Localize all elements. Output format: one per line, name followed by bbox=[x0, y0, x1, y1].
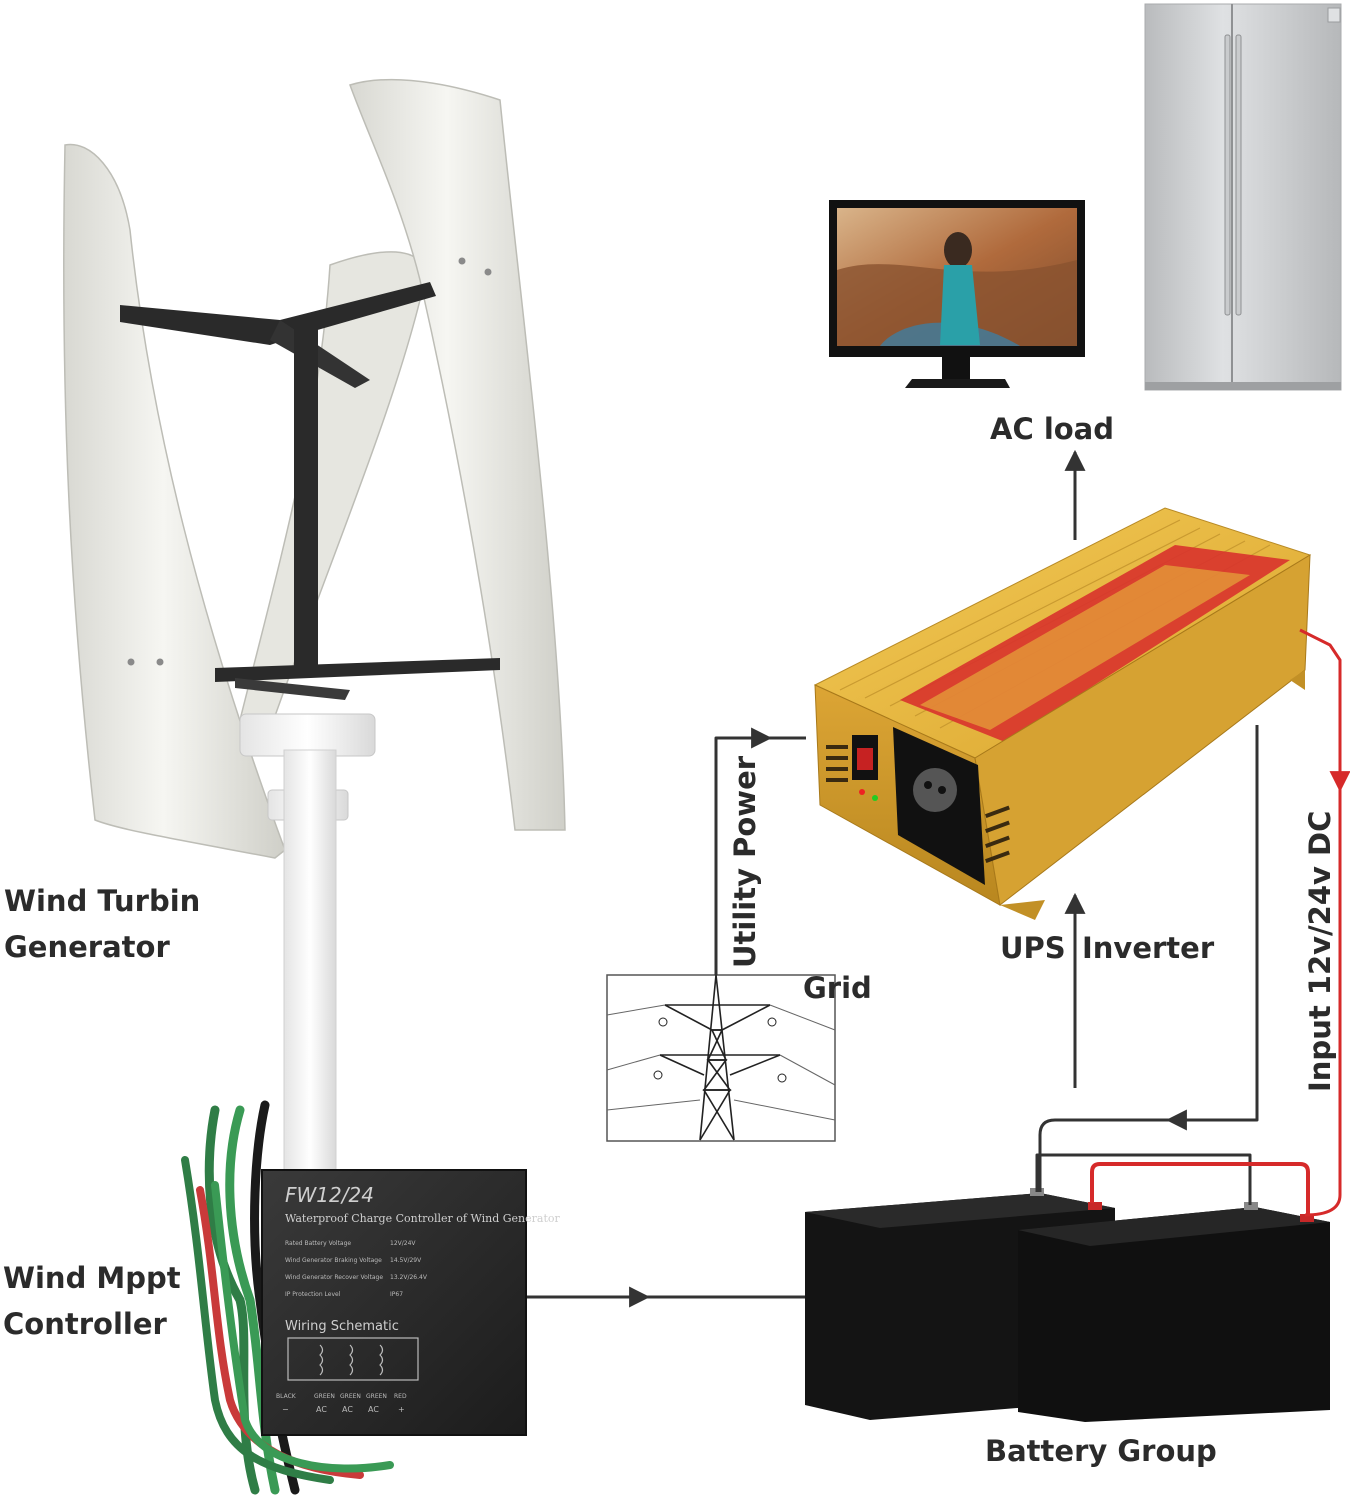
mppt-controller-label-line1: Wind Mppt bbox=[3, 1261, 181, 1295]
connection-lines bbox=[527, 449, 1350, 1308]
ups-inverter-illustration bbox=[813, 507, 1312, 920]
mppt-controller-label: Wind Mppt Controller bbox=[3, 1260, 181, 1343]
mppt-controller-panel: FW12/24 Waterproof Charge Controller of … bbox=[261, 1169, 560, 1436]
spec-row-name: Rated Battery Voltage bbox=[285, 1240, 351, 1247]
refrigerator-illustration bbox=[1144, 3, 1342, 391]
ups-label: UPS bbox=[1000, 931, 1066, 965]
schematic-title: Wiring Schematic bbox=[285, 1319, 399, 1334]
wire-symbol: − bbox=[282, 1405, 289, 1414]
grid-label: Grid bbox=[803, 971, 872, 1005]
spec-row-value: 12V/24V bbox=[390, 1240, 416, 1247]
input-dc-label: Input 12v/24v DC bbox=[1303, 810, 1337, 1092]
controller-subtitle: Waterproof Charge Controller of Wind Gen… bbox=[285, 1212, 560, 1225]
dc-input-red-wire bbox=[1299, 628, 1350, 793]
spec-row-name: Wind Generator Braking Voltage bbox=[285, 1257, 382, 1264]
wire-symbol: AC bbox=[342, 1405, 353, 1414]
inverter-label: Inverter bbox=[1082, 931, 1215, 965]
wind-turbine-label: Wind Turbin Generator bbox=[4, 883, 200, 966]
wind-turbine-label-line1: Wind Turbin bbox=[4, 884, 201, 918]
grid-tower-illustration bbox=[606, 974, 836, 1142]
wind-turbine-label-line2: Generator bbox=[4, 930, 170, 965]
wire-label: RED bbox=[394, 1393, 407, 1400]
utility-power-line bbox=[714, 727, 773, 975]
controller-model: FW12/24 bbox=[285, 1183, 374, 1207]
spec-row-value: 14.5V/29V bbox=[390, 1257, 422, 1264]
wire-symbol: AC bbox=[316, 1405, 327, 1414]
monitor-illustration bbox=[829, 200, 1085, 388]
wind-turbine-illustration bbox=[63, 78, 566, 1181]
inverter-to-battery-line bbox=[1165, 725, 1259, 1131]
wire-symbol: AC bbox=[368, 1405, 379, 1414]
spec-row-name: Wind Generator Recover Voltage bbox=[285, 1274, 383, 1281]
wire-label: BLACK bbox=[276, 1393, 297, 1400]
battery-group-illustration bbox=[805, 1188, 1330, 1422]
spec-row-name: IP Protection Level bbox=[285, 1291, 341, 1298]
spec-row-value: IP67 bbox=[390, 1291, 403, 1298]
controller-spec-rows: Rated Battery Voltage 12V/24V Wind Gener… bbox=[285, 1240, 428, 1298]
ac-load-label: AC load bbox=[990, 412, 1115, 446]
wire-label: GREEN bbox=[340, 1393, 361, 1400]
wire-label: GREEN bbox=[314, 1393, 335, 1400]
wire-symbol: + bbox=[398, 1405, 405, 1414]
mppt-controller-label-line2: Controller bbox=[3, 1307, 167, 1342]
spec-row-value: 13.2V/26.4V bbox=[390, 1274, 428, 1281]
utility-power-label: Utility Power bbox=[728, 755, 762, 968]
battery-group-label: Battery Group bbox=[985, 1434, 1217, 1468]
wire-label: GREEN bbox=[366, 1393, 387, 1400]
